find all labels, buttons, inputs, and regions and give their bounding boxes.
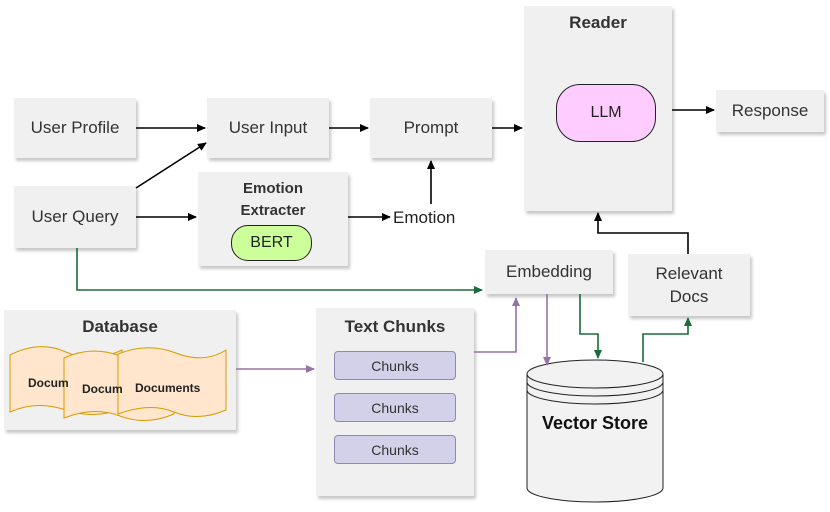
prompt-box: Prompt <box>370 98 492 158</box>
bert-node: BERT <box>231 225 312 261</box>
user-query-box: User Query <box>14 186 136 248</box>
relevant-docs-line1: Relevant <box>655 264 723 283</box>
text-chunks-title: Text Chunks <box>344 317 446 336</box>
chunk-item-1: Chunks <box>334 351 456 380</box>
arrow-docs-to-reader <box>594 212 689 254</box>
document-label-2: Docum <box>82 382 123 396</box>
reader-title: Reader <box>569 13 627 32</box>
arrow-query-to-input <box>135 142 207 189</box>
arrow-store-to-docs <box>642 317 692 362</box>
vector-store-cylinder <box>526 359 664 503</box>
vector-store-label: Vector Store <box>541 413 649 433</box>
chunk-item-3: Chunks <box>334 435 456 464</box>
relevant-docs-line2: Docs <box>669 287 709 306</box>
document-label-1: Docum <box>28 376 69 390</box>
document-shape-3 <box>117 347 227 417</box>
chunk-item-2: Chunks <box>334 393 456 422</box>
emotion-extracter-title-line1: Emotion <box>243 180 303 197</box>
user-input-box: User Input <box>207 98 329 158</box>
database-title: Database <box>82 317 158 336</box>
emotion-extracter-title-line2: Extracter <box>240 202 306 219</box>
emotion-label: Emotion <box>393 208 456 227</box>
response-box: Response <box>716 90 824 132</box>
document-label-3: Documents <box>135 381 201 395</box>
relevant-docs-box: Relevant Docs <box>628 254 750 316</box>
llm-node: LLM <box>556 84 656 142</box>
arrow-query-to-embedding <box>76 248 483 294</box>
documents-shapes <box>9 346 227 421</box>
arrow-embedding-to-store <box>579 294 602 359</box>
arrow-chunks-to-embedding <box>474 297 520 353</box>
user-profile-box: User Profile <box>14 98 136 158</box>
embedding-box: Embedding <box>485 250 613 294</box>
